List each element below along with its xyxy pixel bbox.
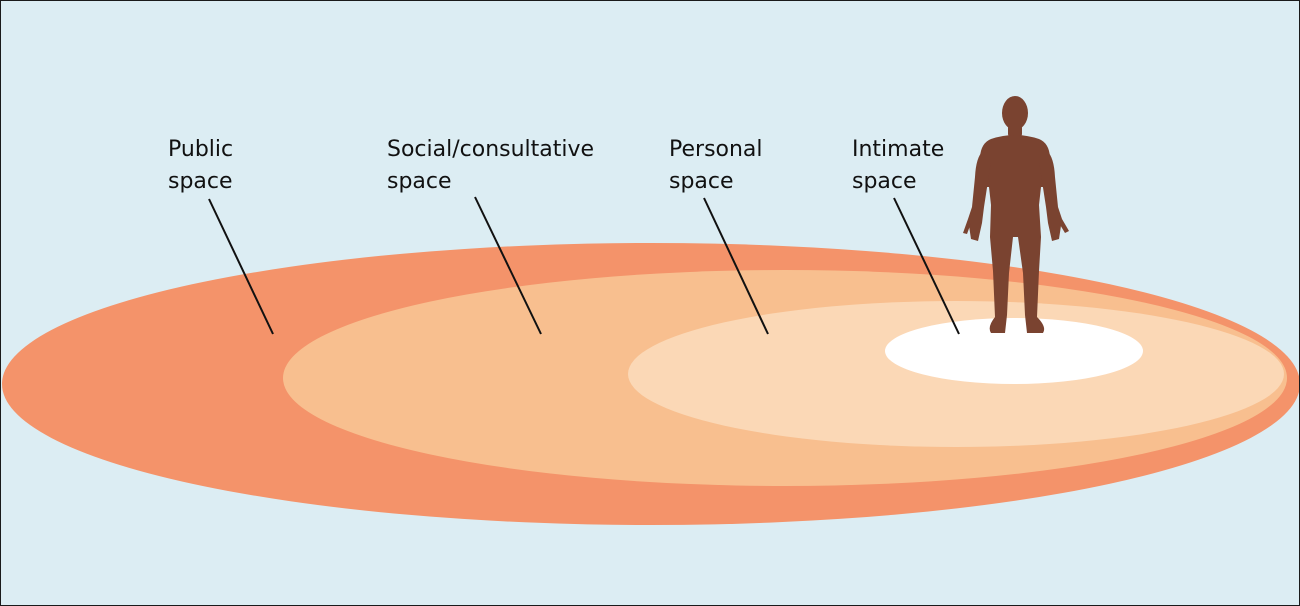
intimate-space-label-line1: Intimate xyxy=(852,137,945,162)
public-space-leader-line xyxy=(208,198,274,335)
social-space-label: Social/consultative space xyxy=(387,134,594,198)
human-figure-icon xyxy=(963,96,1069,333)
social-space-label-line1: Social/consultative xyxy=(387,137,595,162)
intimate-space-label: Intimate space xyxy=(852,134,944,198)
personal-space-label: Personal space xyxy=(669,134,763,198)
personal-space-label-line2: space xyxy=(669,169,734,194)
public-space-label: Public space xyxy=(168,134,233,198)
intimate-space-leader-line xyxy=(893,197,960,335)
social-space-label-line2: space xyxy=(387,169,452,194)
public-space-label-line2: space xyxy=(168,169,233,194)
personal-space-label-line1: Personal xyxy=(669,137,763,162)
social-space-leader-line xyxy=(474,196,542,335)
intimate-space-zone xyxy=(885,318,1143,384)
public-space-label-line1: Public xyxy=(168,137,234,162)
intimate-space-label-line2: space xyxy=(852,169,917,194)
personal-space-leader-line xyxy=(703,197,769,335)
